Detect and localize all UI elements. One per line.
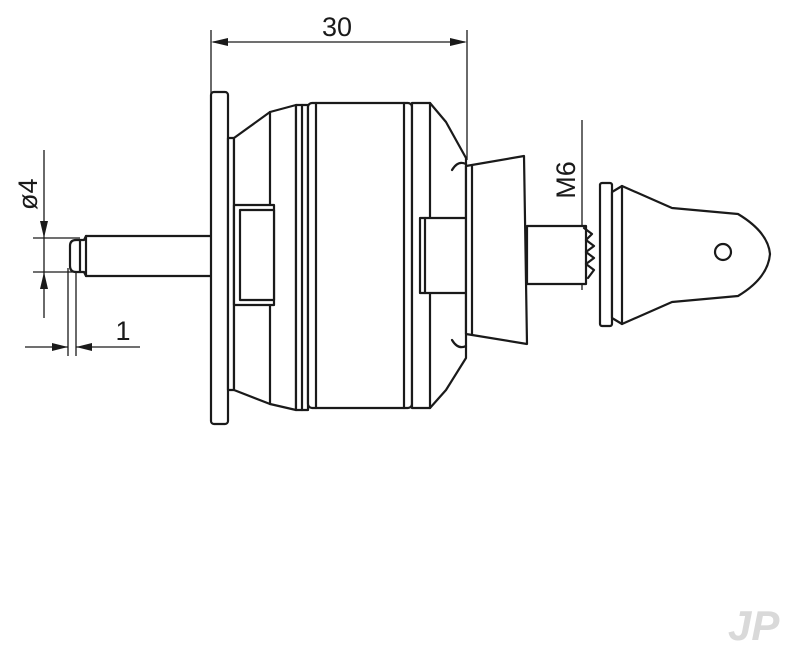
spinner-cone: [610, 184, 772, 326]
dimension-shaft-diameter: ø4: [13, 150, 80, 318]
prop-adapter-collar: [464, 154, 529, 346]
front-bell: [410, 101, 468, 410]
shaft-diameter-label: ø4: [13, 178, 43, 210]
spinner-washer: [598, 181, 614, 328]
output-shaft: [525, 224, 596, 286]
rotor-can: [306, 101, 414, 410]
overall-length-label: 30: [322, 12, 352, 42]
spinner-cone-hole: [713, 242, 733, 262]
mounting-flange: [209, 90, 236, 426]
step-label: 1: [115, 316, 130, 346]
dimension-overall-length: 30: [210, 12, 468, 160]
dimension-step: 1: [25, 268, 140, 356]
rear-shaft: [68, 234, 214, 278]
rear-housing: [232, 103, 310, 412]
watermark-logo: JP: [728, 602, 780, 649]
thread-label: M6: [551, 161, 581, 199]
